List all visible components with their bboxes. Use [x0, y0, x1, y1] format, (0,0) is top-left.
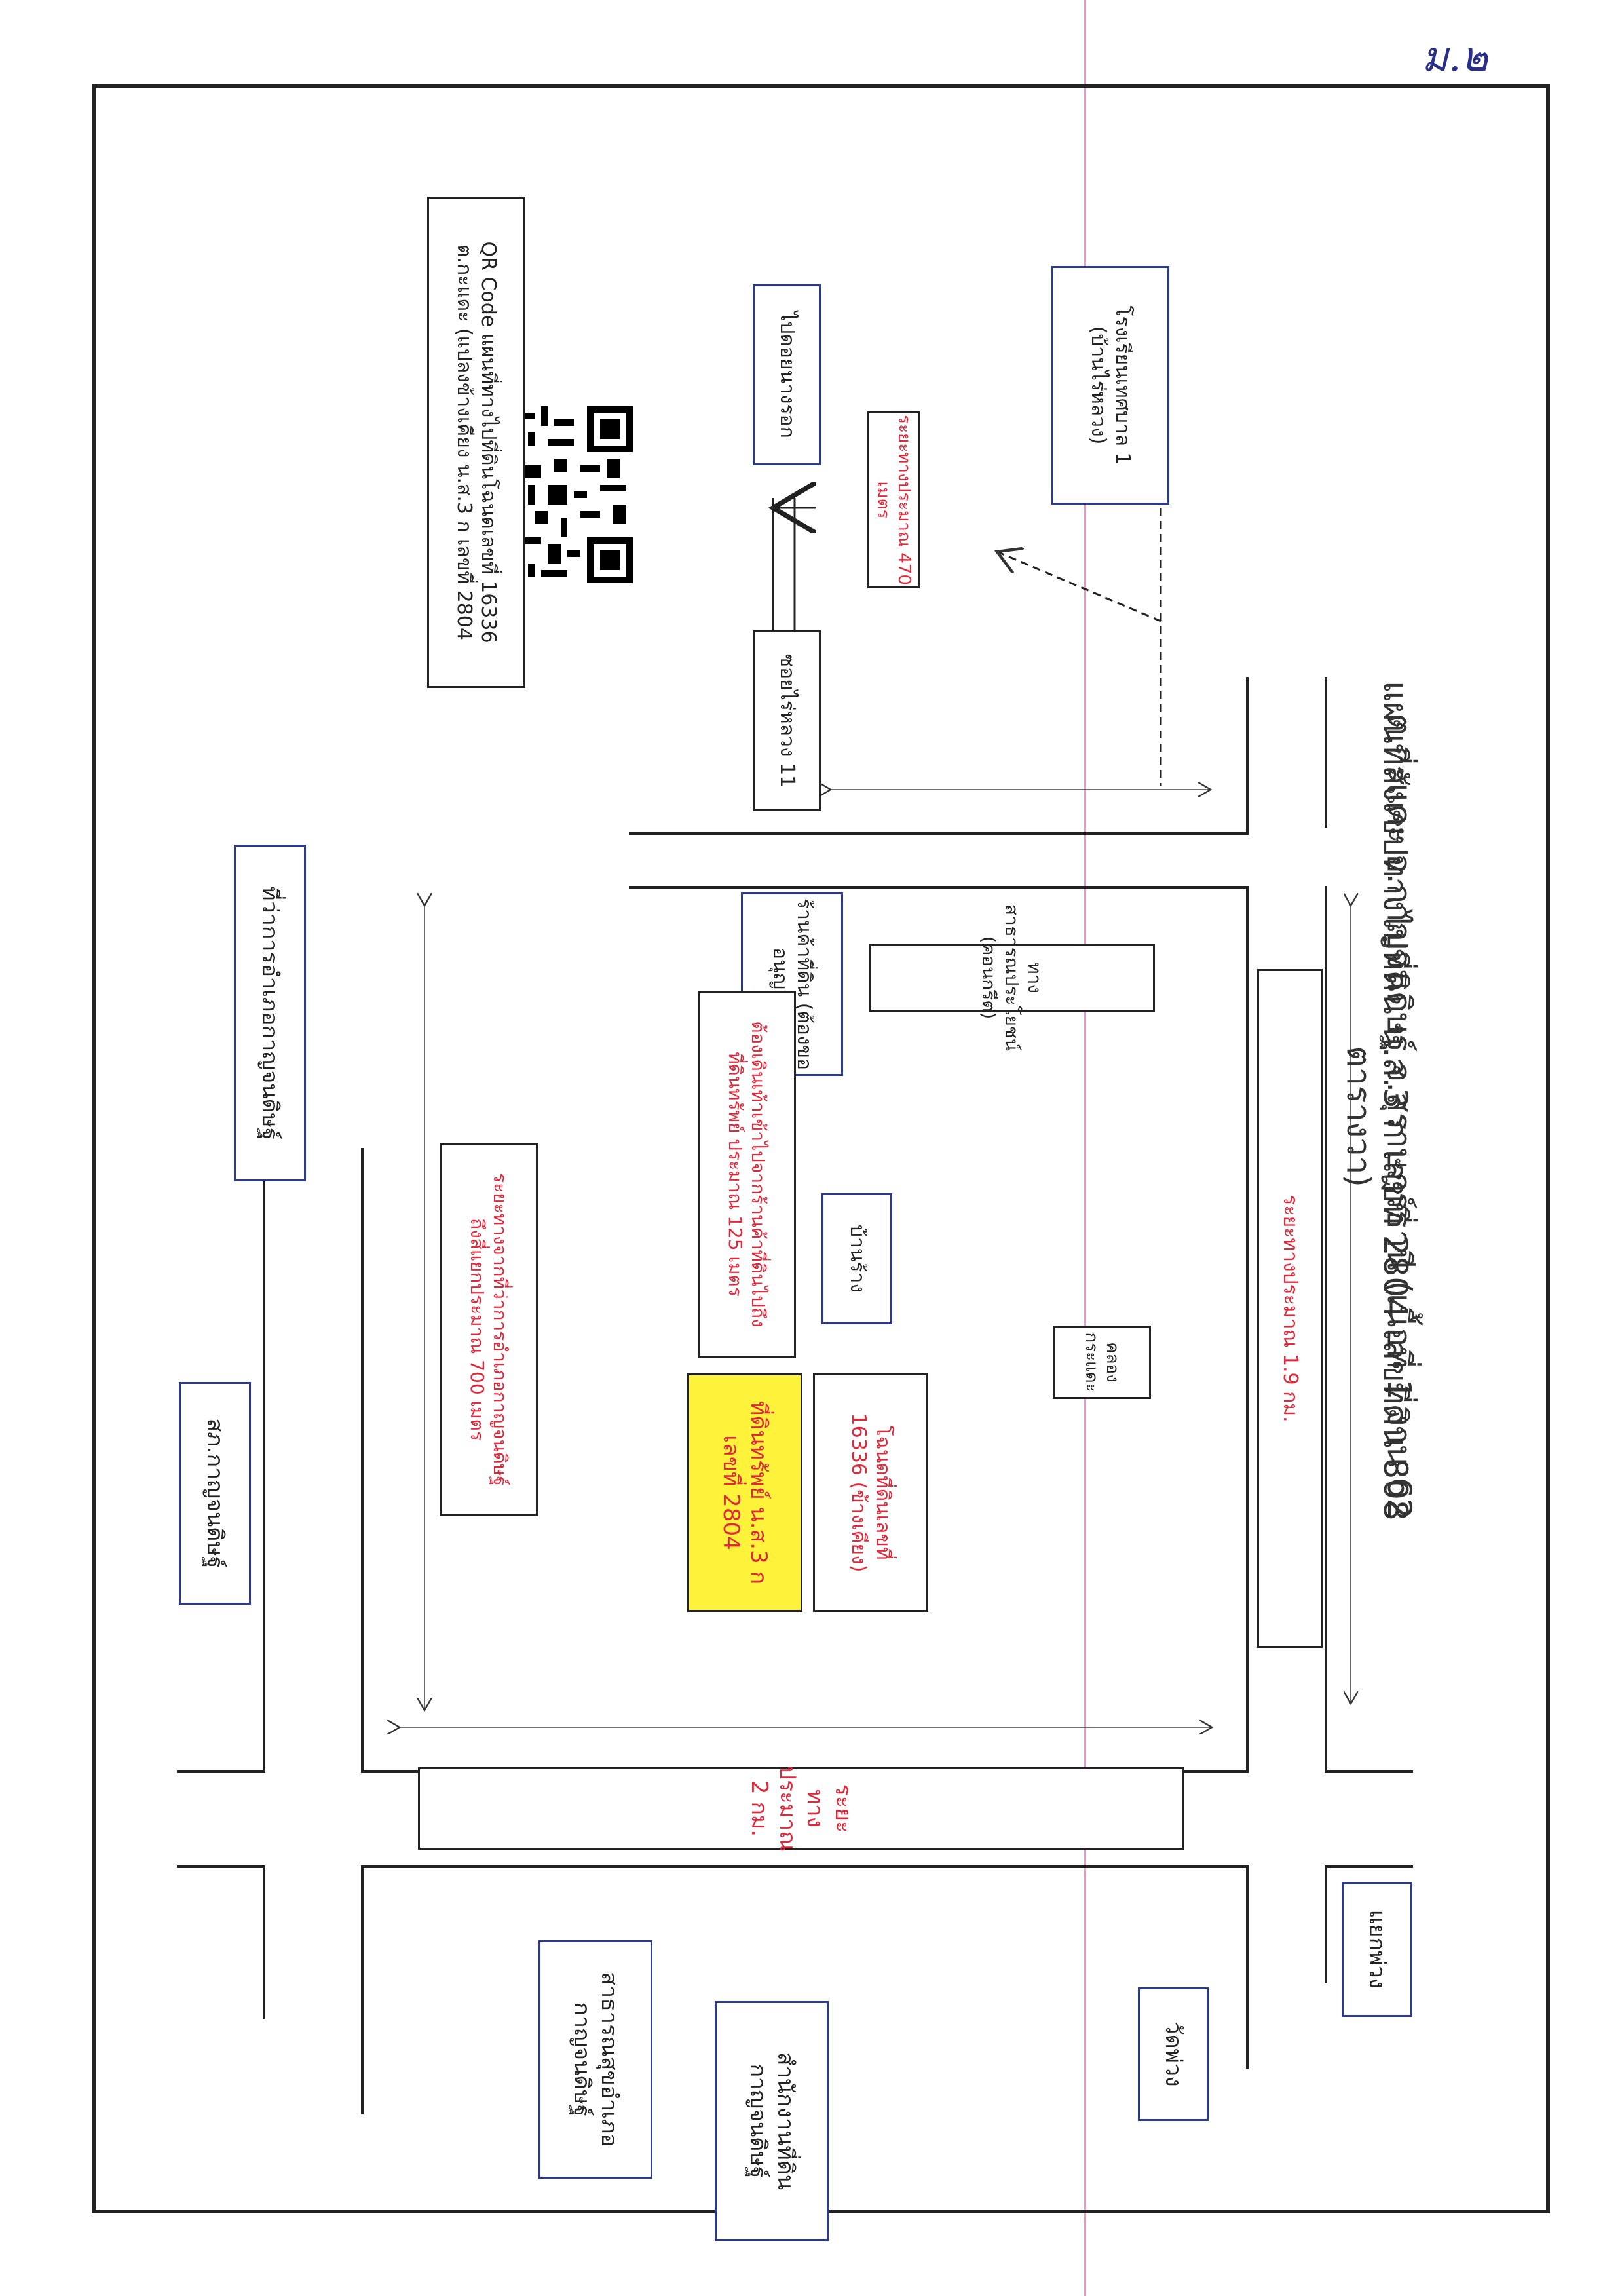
road-edge	[1325, 886, 1327, 1772]
junction-box: แยกพ่วง	[1342, 1882, 1412, 2017]
road-edge	[263, 1866, 265, 2019]
scan-margin-line	[1084, 0, 1086, 2296]
road-edge	[177, 1866, 265, 1868]
police-station-box: สภ.กาญจนดิษฐ์	[179, 1382, 251, 1605]
road-edge	[361, 1148, 364, 1773]
road-edge	[1325, 1866, 1327, 1983]
distance-700m-box: ระยะทางจากที่ว่าการอำเภอกาญจนดิษฐ์ ถึงสี…	[440, 1143, 538, 1516]
road-edge	[1325, 677, 1327, 828]
road-edge	[1246, 1866, 1249, 2069]
walk-125m-box: ต้องเดินเท้าเข้าไปจากร้านค้าที่ดินไปถึง …	[698, 991, 796, 1358]
road-edge	[263, 1143, 265, 1773]
empty-house-box: บ้านร้าง	[821, 1193, 892, 1324]
qr-caption-box: QR Code แผนที่ทางไปที่ดินโฉนดเลขที่ 1633…	[427, 197, 525, 688]
school-box: โรงเรียนเทศบาล 1 (บ้านไร่หลวง)	[1051, 266, 1169, 505]
temple-box: วัดพ่วง	[1138, 1987, 1209, 2121]
neighbor-deed-box: โฉนดที่ดินเลขที่ 16336 (ข้างเคียง)	[813, 1373, 928, 1612]
page-number-mark: ม.๒	[1422, 33, 1488, 81]
subject-parcel-box: ที่ดินทรัพย์ น.ส.3 ก เลขที่ 2804	[687, 1373, 802, 1612]
road-edge	[629, 832, 1249, 835]
distance-1-9km-box: ระยะทางประมาณ 1.9 กม.	[1257, 969, 1323, 1648]
distance-470m-box: ระยะทางประมาณ 470 เมตร	[867, 411, 920, 588]
road-edge	[1325, 1770, 1413, 1773]
canal-box: คลองกระแดะ	[1053, 1326, 1151, 1399]
public-way-box: ทางสาธารณประโยชน์ (คอนกรีต)	[869, 904, 1155, 1051]
road-edge	[177, 1770, 265, 1773]
to-khao-nang-box: ไปดอยนางรอก	[753, 284, 821, 465]
distance-2km-box: ระยะทางประมาณ 2 กม.	[418, 1765, 1184, 1852]
road-edge	[1246, 886, 1249, 1770]
road-edge	[361, 1866, 1249, 1868]
road-edge	[629, 886, 1249, 889]
road-edge	[361, 1866, 364, 2114]
land-office-box: สำนักงานที่ดิน กาญจนดิษฐ์	[715, 2001, 829, 2241]
soi-box: ซอยไร่หลวง 11	[753, 630, 821, 811]
district-office-box: ที่ว่าการอำเภอกาญจนดิษฐ์	[234, 845, 306, 1181]
road-edge	[1325, 1866, 1413, 1868]
health-office-box: สาธารณสุขอำเภอ กาญจนดิษฐ์	[538, 1940, 652, 2179]
road-edge	[1246, 677, 1249, 834]
map-title-line-2: ต.กะแดะ อ.กาญจนดิษฐ์ จ.สุราษฎร์ธานี (เนื…	[1340, 714, 1419, 1520]
